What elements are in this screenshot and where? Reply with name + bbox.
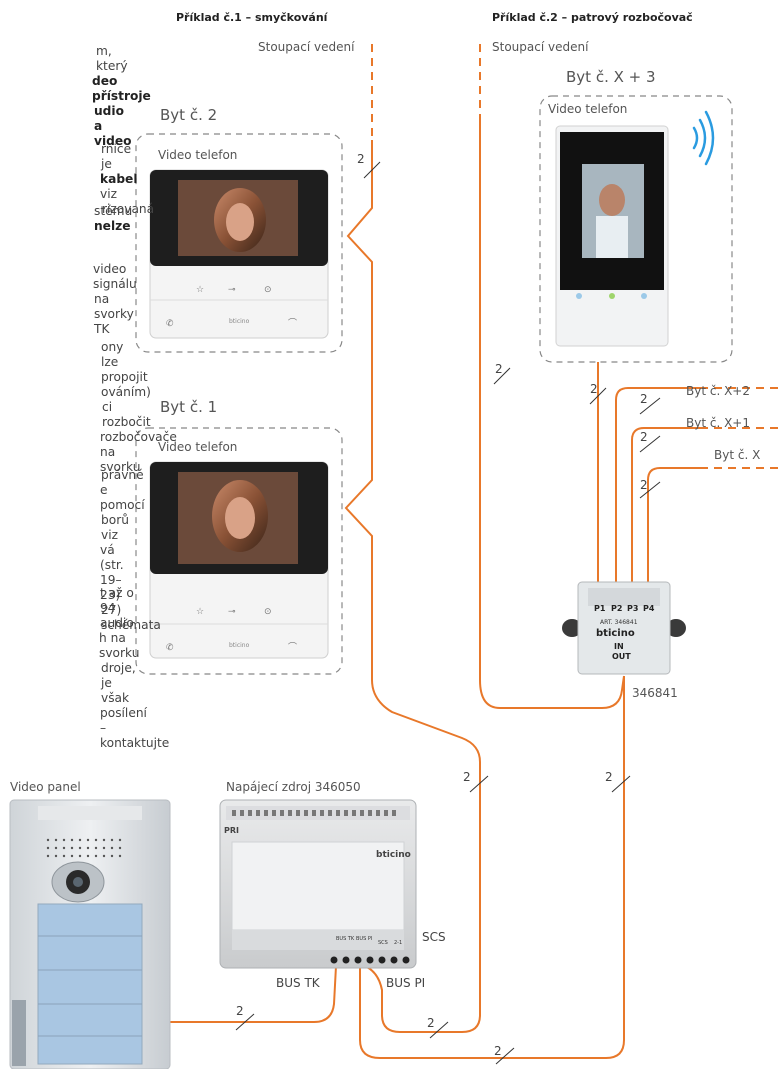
wire-count-6: 2 xyxy=(640,478,648,492)
wire-count-marks xyxy=(235,161,661,1065)
wire-count-10: 2 xyxy=(427,1016,435,1030)
splitter-port-p4: P4 xyxy=(643,604,655,613)
video-panel-label: Video panel xyxy=(10,780,81,794)
splitter-in: IN xyxy=(614,642,624,651)
videophone-byt2: ☆ ⊸ ⊙ ✆ ⌒ xyxy=(149,169,329,339)
psu-brand: bticino xyxy=(376,850,411,860)
splitter-port-p2: P2 xyxy=(611,604,623,613)
svg-text:⊙: ⊙ xyxy=(264,285,272,295)
wire-count-4: 2 xyxy=(640,392,648,406)
videophone-label-bytx3: Video telefon xyxy=(548,102,628,116)
apartment-label-bytx3: Byt č. X + 3 xyxy=(566,68,656,86)
left-text-p1: m, který deo přístroje udio a video xyxy=(92,44,151,148)
apartment-box-bytx3 xyxy=(539,95,733,363)
riser-label-left: Stoupací vedení xyxy=(258,40,355,54)
bus-tk-label: BUS TK xyxy=(276,976,320,990)
svg-text:☆: ☆ xyxy=(196,607,204,617)
left-text-p5: ony lze propojit ováním) ci rozbočit roz… xyxy=(100,340,177,474)
svg-text:☆: ☆ xyxy=(196,285,204,295)
brand-byt1: bticino xyxy=(229,642,250,649)
videophone-label-byt2: Video telefon xyxy=(158,148,238,162)
wire-count-11: 2 xyxy=(494,1044,502,1058)
left-text-p3: stému nelze xyxy=(94,204,133,233)
splitter-346841 xyxy=(562,581,686,675)
wire-count-9: 2 xyxy=(236,1004,244,1018)
psu-terminal-2-1: 2-1 xyxy=(394,940,403,946)
videophone-bytx3 xyxy=(555,125,669,347)
splitter-port-p1: P1 xyxy=(594,604,606,613)
svg-text:✆: ✆ xyxy=(166,643,174,653)
videophone-label-byt1: Video telefon xyxy=(158,440,238,454)
splitter-port-p3: P3 xyxy=(627,604,639,613)
video-panel xyxy=(9,799,171,1069)
psu-label: Napájecí zdroj 346050 xyxy=(226,780,361,794)
wire-count-2: 2 xyxy=(590,382,598,396)
svg-text:⊙: ⊙ xyxy=(264,607,272,617)
videophone-byt1: ☆ ⊸ ⊙ ✆ ⌒ xyxy=(149,461,329,659)
apartment-label-bytx1: Byt č. X+1 xyxy=(686,416,750,430)
splitter-out: OUT xyxy=(612,652,631,661)
svg-text:⌒: ⌒ xyxy=(288,642,297,653)
wire-count-3: 2 xyxy=(495,362,503,376)
wire-count-5: 2 xyxy=(640,430,648,444)
example1-heading: Příklad č.1 – smyčkování xyxy=(176,11,328,24)
splitter-brand: bticino xyxy=(596,628,635,639)
svg-text:⊸: ⊸ xyxy=(228,607,236,617)
apartment-label-byt2: Byt č. 2 xyxy=(160,106,218,124)
example2-heading: Příklad č.2 – patrový rozbočovač xyxy=(492,11,693,24)
left-text-p4: video signálu na svorky TK xyxy=(93,262,137,336)
apartment-label-byt1: Byt č. 1 xyxy=(160,398,218,416)
wire-count-1: 2 xyxy=(357,152,365,166)
wire-count-8: 2 xyxy=(605,770,613,784)
apartment-label-bytx: Byt č. X xyxy=(714,448,761,462)
wifi-icon xyxy=(692,110,715,166)
wire-count-7: 2 xyxy=(463,770,471,784)
svg-text:✆: ✆ xyxy=(166,319,174,329)
power-supply-346050 xyxy=(219,799,417,969)
psu-terminal-scs: SCS xyxy=(378,940,388,946)
brand-byt2: bticino xyxy=(229,318,250,325)
apartment-label-bytx2: Byt č. X+2 xyxy=(686,384,750,398)
svg-text:⊸: ⊸ xyxy=(228,285,236,295)
left-text-p7: t až o 94 audio h na svorku droje, je vš… xyxy=(99,586,170,750)
wires xyxy=(170,44,782,1059)
apartment-box-byt2 xyxy=(135,133,343,353)
apartment-box-byt1 xyxy=(135,427,343,675)
psu-scs-label: SCS xyxy=(422,930,446,944)
psu-terminal-bus-tk: BUS TK xyxy=(336,936,355,942)
splitter-art: ART. 346841 xyxy=(600,619,638,626)
psu-pri: PRI xyxy=(224,826,239,835)
riser-label-right: Stoupací vedení xyxy=(492,40,589,54)
psu-terminal-bus-pi: BUS PI xyxy=(356,936,373,942)
splitter-code: 346841 xyxy=(632,686,678,700)
bus-pi-label: BUS PI xyxy=(386,976,426,990)
svg-text:⌒: ⌒ xyxy=(288,318,297,329)
left-text-p2: rnice je kabel viz rizovaná xyxy=(100,142,155,216)
left-text-p6: právné e pomocí borů viz vá (str. 19–23)… xyxy=(100,468,161,632)
